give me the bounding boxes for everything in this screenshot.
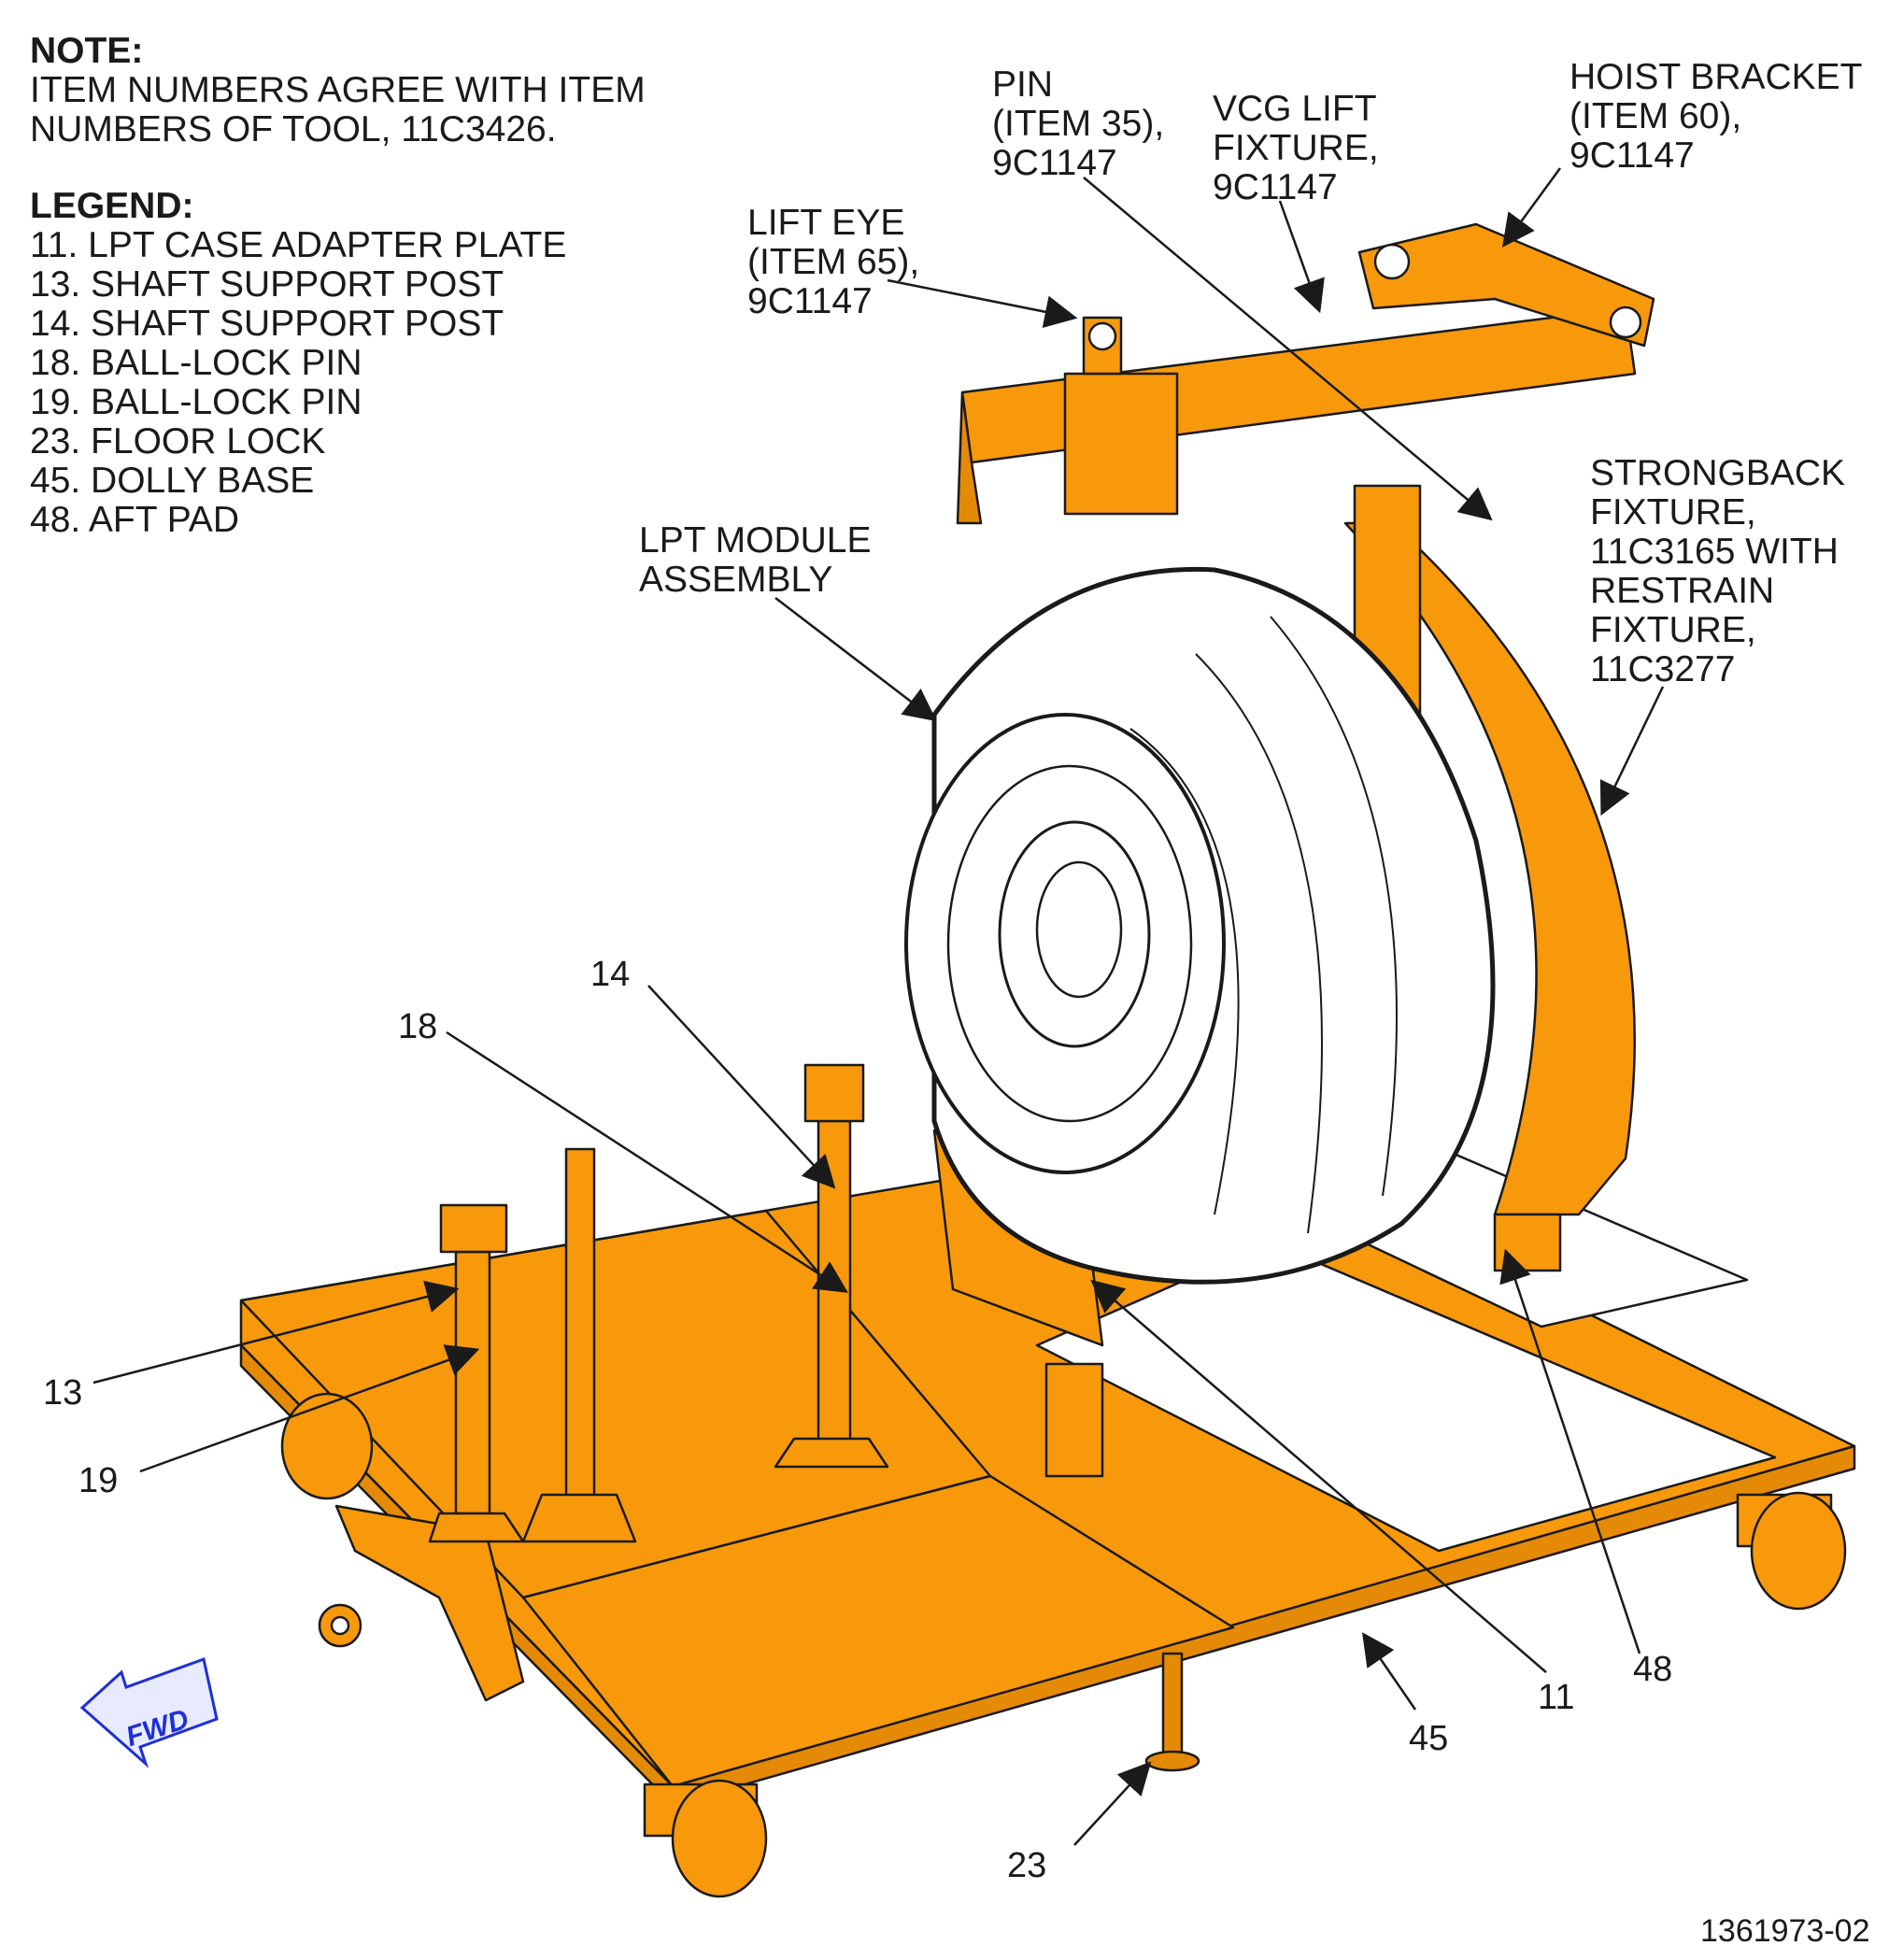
callout-19: 19 bbox=[78, 1461, 119, 1500]
leader-hoist bbox=[1501, 167, 1562, 248]
legend-item-13: 13. SHAFT SUPPORT POST bbox=[30, 264, 504, 305]
legend-item-11: 11. LPT CASE ADAPTER PLATE bbox=[30, 225, 567, 265]
legend-item-14: 14. SHAFT SUPPORT POST bbox=[30, 304, 504, 344]
callout-23: 23 bbox=[1007, 1846, 1047, 1885]
floor-lock bbox=[1144, 1652, 1200, 1772]
hoist-bracket bbox=[1357, 222, 1655, 348]
callout-strongback-fixture: STRONGBACK FIXTURE, 11C3165 WITH RESTRAI… bbox=[1590, 453, 1846, 689]
callout-18: 18 bbox=[398, 1007, 438, 1046]
callout-13: 13 bbox=[43, 1373, 83, 1413]
figure-id: 1361973-02 bbox=[1700, 1913, 1870, 1949]
note-line-1: ITEM NUMBERS AGREE WITH ITEM bbox=[30, 70, 646, 110]
leader-pin bbox=[1083, 177, 1493, 521]
leader-11 bbox=[1090, 1279, 1547, 1673]
leader-18 bbox=[446, 1030, 848, 1293]
floor-plate-front bbox=[521, 1474, 1235, 1788]
leader-48 bbox=[1499, 1248, 1641, 1655]
legend-item-45: 45. DOLLY BASE bbox=[30, 461, 315, 501]
caster-wheel-left bbox=[280, 1392, 374, 1500]
leader-lift-eye bbox=[887, 278, 1078, 328]
lpt-module-assembly bbox=[904, 566, 1496, 1285]
note-heading: NOTE: bbox=[30, 31, 144, 71]
callout-lpt-module-assembly: LPT MODULE ASSEMBLY bbox=[639, 520, 872, 600]
shaft-support-post-13 bbox=[428, 1203, 525, 1543]
vcg-lift-fixture-beam bbox=[960, 306, 1637, 464]
aft-pad bbox=[1493, 1213, 1562, 1272]
lift-eye bbox=[1063, 316, 1179, 516]
callout-hoist-bracket: HOIST BRACKET (ITEM 60), 9C1147 bbox=[1569, 57, 1863, 176]
leader-14 bbox=[647, 985, 836, 1189]
leader-23 bbox=[1073, 1761, 1152, 1846]
legend-item-19: 19. BALL-LOCK PIN bbox=[30, 382, 362, 422]
caster-wheel-rear bbox=[1736, 1491, 1847, 1611]
leader-strongback bbox=[1599, 686, 1665, 817]
caster-wheel-front bbox=[643, 1779, 768, 1898]
fwd-arrow-icon bbox=[79, 1657, 219, 1768]
callout-11: 11 bbox=[1538, 1678, 1575, 1717]
leader-45 bbox=[1362, 1632, 1417, 1711]
callout-45: 45 bbox=[1409, 1719, 1449, 1758]
legend-item-18: 18. BALL-LOCK PIN bbox=[30, 343, 362, 383]
note-line-2: NUMBERS OF TOOL, 11C3426. bbox=[30, 109, 557, 149]
leader-vcg bbox=[1278, 200, 1325, 314]
legend-item-48: 48. AFT PAD bbox=[30, 500, 239, 540]
leader-lpt-module bbox=[774, 597, 937, 722]
callout-pin: PIN (ITEM 35), 9C1147 bbox=[992, 64, 1165, 183]
callout-48: 48 bbox=[1633, 1650, 1673, 1689]
shaft-support-post-left-tall bbox=[521, 1147, 637, 1543]
legend-heading: LEGEND: bbox=[30, 186, 194, 226]
leader-19 bbox=[139, 1344, 480, 1473]
legend-item-23: 23. FLOOR LOCK bbox=[30, 421, 326, 462]
callout-lift-eye: LIFT EYE (ITEM 65), 9C1147 bbox=[747, 203, 920, 321]
callout-14: 14 bbox=[590, 955, 631, 994]
callout-vcg-lift-fixture: VCG LIFT FIXTURE, 9C1147 bbox=[1213, 89, 1379, 207]
leader-13 bbox=[92, 1280, 460, 1385]
